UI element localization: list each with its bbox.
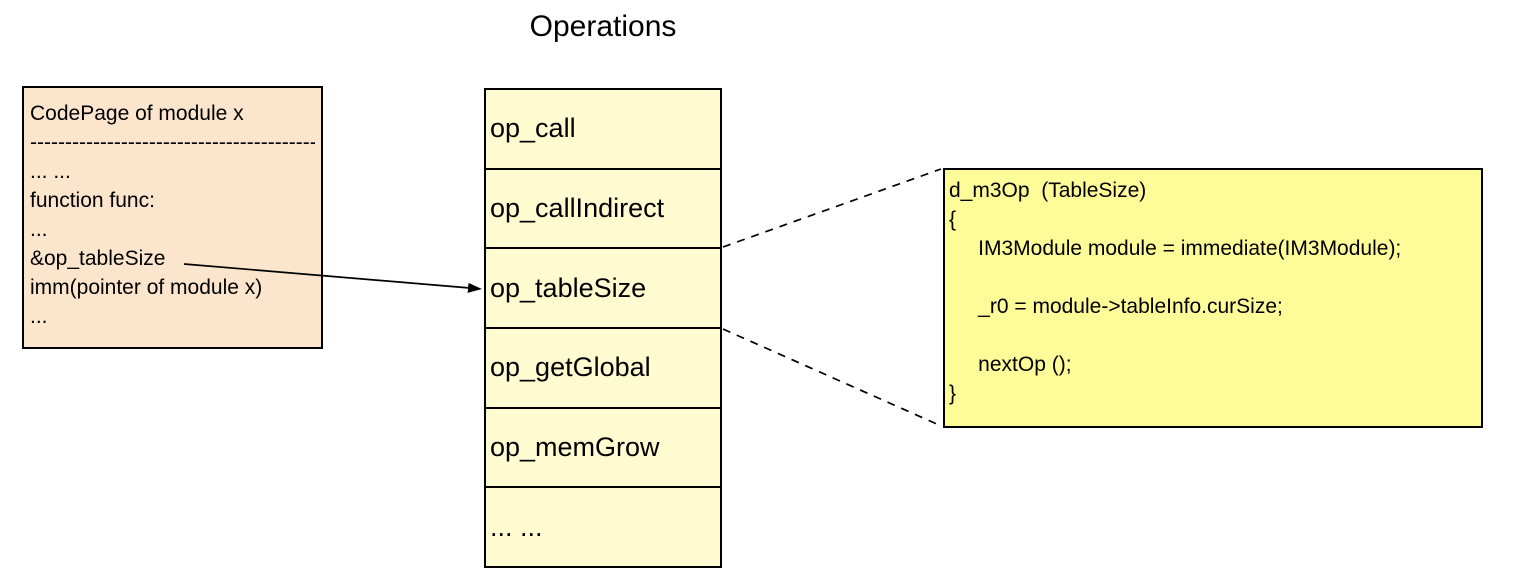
codepage-ellipsis-line: ...	[30, 305, 48, 328]
codepage-imm-line: imm(pointer of module x)	[30, 276, 263, 299]
operations-row-op-call: op_call	[486, 90, 720, 170]
codepage-ellipsis-line: ...	[30, 218, 48, 241]
op-tablesize-code-box: d_m3Op (TableSize) { IM3Module module = …	[943, 168, 1483, 428]
operations-row-ellipsis: ... ...	[490, 511, 543, 542]
codepage-divider-line: ----------------------------------------…	[30, 131, 315, 154]
codepage-title-line: CodePage of module x	[30, 102, 244, 125]
operations-row-op-tablesize: op_tableSize	[486, 249, 720, 330]
dashed-connector-top	[722, 168, 942, 248]
dashed-connector-bottom	[722, 328, 940, 426]
codepage-op-tablesize-ref: &op_tableSize	[30, 247, 166, 270]
codepage-box: CodePage of module x -------------------…	[22, 86, 323, 349]
codepage-function-line: function func:	[30, 189, 155, 212]
operations-table: op_call op_callIndirect op_tableSize op_…	[484, 88, 722, 568]
operations-row-op-callindirect: op_callIndirect	[486, 170, 720, 250]
diagram-title: Operations	[529, 10, 677, 43]
operations-row-op-memgrow: op_memGrow	[486, 409, 720, 489]
codepage-ellipsis-line: ... ...	[30, 160, 71, 183]
operations-row-op-getglobal: op_getGlobal	[486, 329, 720, 409]
